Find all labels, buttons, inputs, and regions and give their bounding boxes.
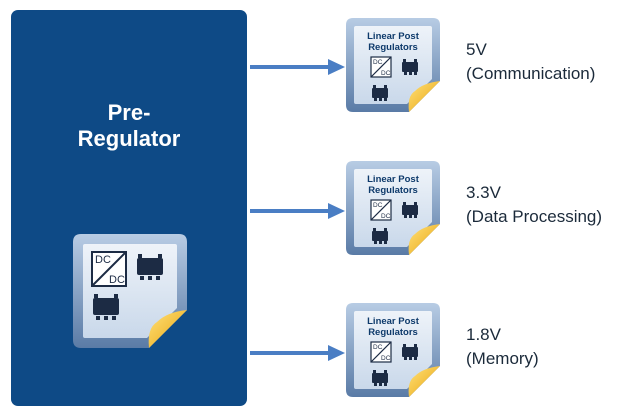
chip-icon <box>137 254 163 280</box>
dcdc-bottom-text: DC <box>381 355 391 362</box>
linear-post-regulator-module-3v3: Linear Post Regulators DC DC <box>346 161 440 255</box>
module-title-line2: Regulators <box>368 185 418 196</box>
dcdc-top-text: DC <box>373 59 383 66</box>
dcdc-converter-icon: DC DC <box>370 56 392 78</box>
pre-regulator-title: Pre- Regulator <box>11 100 247 152</box>
output-voltage: 5V <box>466 40 487 59</box>
pre-regulator-title-line1: Pre- <box>107 100 151 125</box>
output-voltage: 1.8V <box>466 325 501 344</box>
arrow-to-5v <box>250 59 345 75</box>
output-purpose: (Memory) <box>466 349 539 368</box>
dcdc-top-text: DC <box>373 202 383 209</box>
output-voltage: 3.3V <box>466 183 501 202</box>
dcdc-converter-icon: DC DC <box>91 251 127 287</box>
module-title-line1: Linear Post <box>367 316 420 327</box>
linear-post-regulator-module-5v: Linear Post Regulators DC DC <box>346 18 440 112</box>
chip-icon <box>402 344 418 360</box>
linear-post-regulator-module-1v8: Linear Post Regulators DC DC <box>346 303 440 397</box>
module-title-line1: Linear Post <box>367 174 420 185</box>
output-label-1v8: 1.8V (Memory) <box>466 323 539 371</box>
chip-icon <box>402 59 418 75</box>
dcdc-bottom-text: DC <box>381 70 391 77</box>
output-label-3v3: 3.3V (Data Processing) <box>466 181 602 229</box>
chip-icon <box>372 228 388 244</box>
dcdc-converter-icon: DC DC <box>370 341 392 363</box>
dcdc-bottom-text: DC <box>381 213 391 220</box>
dcdc-bottom-text: DC <box>109 274 125 286</box>
pre-regulator-icon: DC DC <box>73 234 187 348</box>
module-title-line2: Regulators <box>368 42 418 53</box>
output-purpose: (Communication) <box>466 64 596 83</box>
arrow-to-3v3 <box>250 203 345 219</box>
pre-regulator-block: Pre- Regulator DC DC <box>11 10 247 406</box>
chip-icon <box>372 370 388 386</box>
output-label-5v: 5V (Communication) <box>466 38 595 86</box>
dcdc-top-text: DC <box>373 344 383 351</box>
module-title-line2: Regulators <box>368 327 418 338</box>
chip-icon <box>402 202 418 218</box>
pre-regulator-title-line2: Regulator <box>77 126 181 151</box>
arrow-to-1v8 <box>250 345 345 361</box>
module-title-line1: Linear Post <box>367 31 420 42</box>
chip-icon <box>93 294 119 320</box>
output-purpose: (Data Processing) <box>466 207 603 226</box>
dcdc-converter-icon: DC DC <box>370 199 392 221</box>
dcdc-top-text: DC <box>95 254 111 266</box>
chip-icon <box>372 85 388 101</box>
